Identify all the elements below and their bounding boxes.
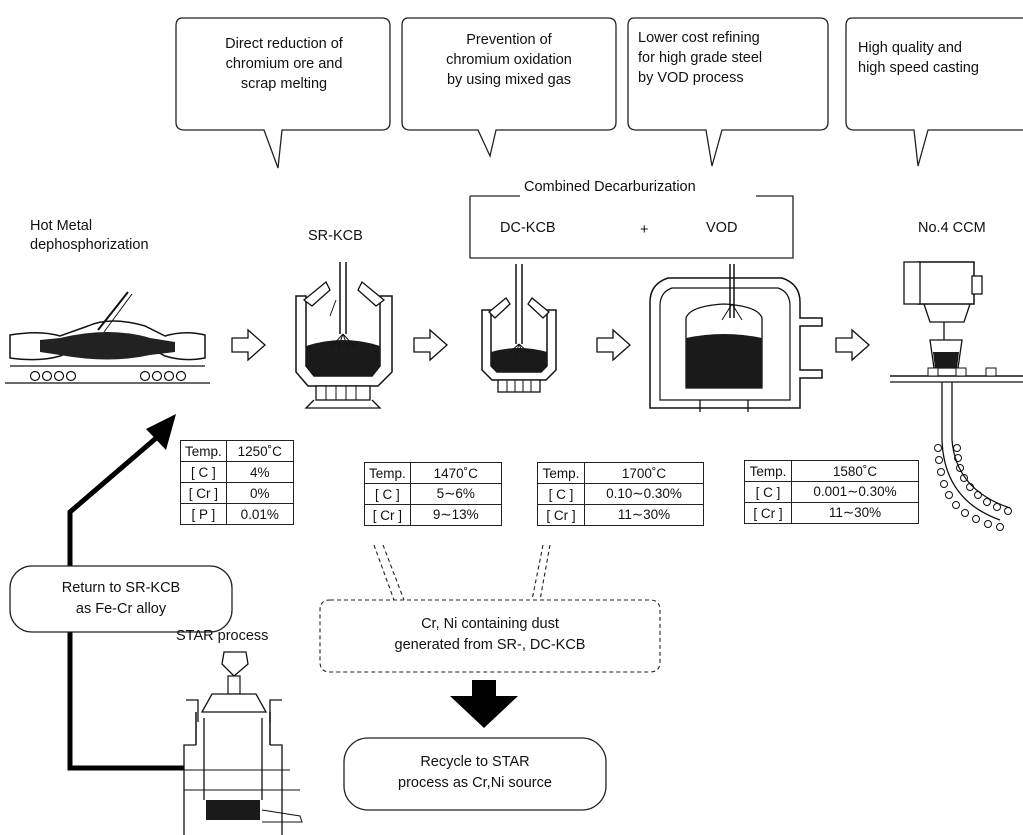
callout-3-line-1: Lower cost refining xyxy=(638,30,760,46)
sr-kcb-vessel-illustration xyxy=(295,262,393,409)
recycle-down-arrow xyxy=(450,680,518,728)
dc-kcb-label: DC-KCB xyxy=(500,220,556,236)
return-note-text: Return to SR-KCB as Fe-Cr alloy xyxy=(10,578,232,620)
dust-note-text: Cr, Ni containing dust generated from SR… xyxy=(320,614,660,656)
callout-2-line-1: Prevention of xyxy=(466,32,552,48)
dust-note-line-1: Cr, Ni containing dust xyxy=(421,616,559,632)
callout-bubble-1 xyxy=(175,17,391,169)
plus-sign: + xyxy=(640,222,649,238)
hot-metal-line-2: dephosphorization xyxy=(30,237,149,253)
table-cell: Temp. xyxy=(744,460,792,482)
table-row: [ Cr ]0% xyxy=(180,482,294,504)
table-cell: 4% xyxy=(225,461,294,483)
hot-metal-line-1: Hot Metal xyxy=(30,218,93,234)
recycle-note-text: Recycle to STAR process as Cr,Ni source xyxy=(344,752,606,794)
table-row: [ C ]5∼6% xyxy=(364,483,502,505)
hot-metal-conditions-table: Temp.1250˚C [ C ]4% [ Cr ]0% [ P ]0.01% xyxy=(180,440,294,525)
ccm-label: No.4 CCM xyxy=(918,220,986,236)
torpedo-car-illustration xyxy=(5,291,210,384)
star-furnace-illustration xyxy=(183,651,303,835)
table-cell: Temp. xyxy=(537,462,585,484)
table-cell: 0.10∼0.30% xyxy=(584,483,704,505)
callout-3-line-2: for high grade steel xyxy=(638,50,763,66)
callout-bubble-3 xyxy=(627,17,829,167)
table-cell: [ P ] xyxy=(180,503,227,525)
dust-note-line-2: generated from SR-, DC-KCB xyxy=(394,637,586,653)
table-cell: [ Cr ] xyxy=(180,482,227,504)
table-cell: [ C ] xyxy=(537,483,585,505)
return-note-box xyxy=(9,565,233,633)
callout-3-text: Lower cost refining for high grade steel… xyxy=(638,28,824,88)
recycle-note-line-2: process as Cr,Ni source xyxy=(398,775,552,791)
table-cell: [ C ] xyxy=(364,483,411,505)
table-cell: 1470˚C xyxy=(409,462,502,484)
table-cell: [ Cr ] xyxy=(364,504,411,526)
table-row: [ P ]0.01% xyxy=(180,503,294,525)
dc-kcb-conditions-table: Temp.1700˚C [ C ]0.10∼0.30% [ Cr ]11∼30% xyxy=(537,462,704,526)
callout-4-text: High quality and high speed casting xyxy=(858,38,1023,78)
callout-1-line-3: scrap melting xyxy=(240,76,328,92)
table-cell: [ C ] xyxy=(744,481,792,503)
vod-conditions-table: Temp.1580˚C [ C ]0.001∼0.30% [ Cr ]11∼30… xyxy=(744,460,919,524)
table-cell: 9∼13% xyxy=(409,504,502,526)
table-cell: [ C ] xyxy=(180,461,227,483)
table-row: Temp.1250˚C xyxy=(180,440,294,462)
table-cell: 0.01% xyxy=(225,503,294,525)
callout-3-line-3: by VOD process xyxy=(638,70,744,86)
table-cell: 1580˚C xyxy=(791,460,919,482)
combined-bracket xyxy=(469,195,794,259)
table-cell: 0% xyxy=(225,482,294,504)
table-row: [ Cr ]11∼30% xyxy=(537,504,704,526)
process-arrows xyxy=(231,328,870,362)
vod-vessel-illustration xyxy=(649,264,823,412)
sr-kcb-conditions-table: Temp.1470˚C [ C ]5∼6% [ Cr ]9∼13% xyxy=(364,462,502,526)
table-row: [ Cr ]9∼13% xyxy=(364,504,502,526)
callout-2-line-2: chromium oxidation xyxy=(446,52,572,68)
table-cell: 1250˚C xyxy=(225,440,294,462)
table-row: Temp.1580˚C xyxy=(744,460,919,482)
table-cell: 5∼6% xyxy=(409,483,502,505)
table-row: Temp.1470˚C xyxy=(364,462,502,484)
dust-callout-outline xyxy=(319,544,661,673)
sr-kcb-label: SR-KCB xyxy=(308,228,363,244)
callout-1-text: Direct reduction of chromium ore and scr… xyxy=(186,34,382,94)
hot-metal-label: Hot Metal dephosphorization xyxy=(30,217,149,255)
table-cell: [ Cr ] xyxy=(537,504,585,526)
callout-bubble-4 xyxy=(845,17,1023,167)
table-cell: [ Cr ] xyxy=(744,502,792,524)
table-cell: 11∼30% xyxy=(791,502,919,524)
vod-label: VOD xyxy=(706,220,738,236)
recycle-box xyxy=(343,737,607,811)
table-cell: Temp. xyxy=(180,440,227,462)
table-cell: 1700˚C xyxy=(584,462,704,484)
table-row: [ Cr ]11∼30% xyxy=(744,502,919,524)
table-cell: 0.001∼0.30% xyxy=(791,481,919,503)
callout-4-line-1: High quality and xyxy=(858,40,962,56)
table-cell: 11∼30% xyxy=(584,504,704,526)
callout-2-text: Prevention of chromium oxidation by usin… xyxy=(408,30,610,90)
ccm-illustration xyxy=(890,261,1023,531)
recycle-note-line-1: Recycle to STAR xyxy=(420,754,530,770)
combined-decarburization-title: Combined Decarburization xyxy=(524,179,696,195)
return-note-line-2: as Fe-Cr alloy xyxy=(75,601,167,617)
callout-bubble-2 xyxy=(401,17,617,158)
table-row: [ C ]4% xyxy=(180,461,294,483)
callout-1-line-2: chromium ore and xyxy=(225,56,343,72)
callout-4-line-2: high speed casting xyxy=(858,60,979,76)
callout-1-line-1: Direct reduction of xyxy=(225,36,343,52)
table-row: Temp.1700˚C xyxy=(537,462,704,484)
table-row: [ C ]0.001∼0.30% xyxy=(744,481,919,503)
dc-kcb-vessel-illustration xyxy=(481,264,557,393)
star-process-label: STAR process xyxy=(176,628,269,644)
table-cell: Temp. xyxy=(364,462,411,484)
return-arrow xyxy=(67,414,184,771)
callout-2-line-3: by using mixed gas xyxy=(446,72,572,88)
return-note-line-1: Return to SR-KCB xyxy=(61,580,181,596)
table-row: [ C ]0.10∼0.30% xyxy=(537,483,704,505)
